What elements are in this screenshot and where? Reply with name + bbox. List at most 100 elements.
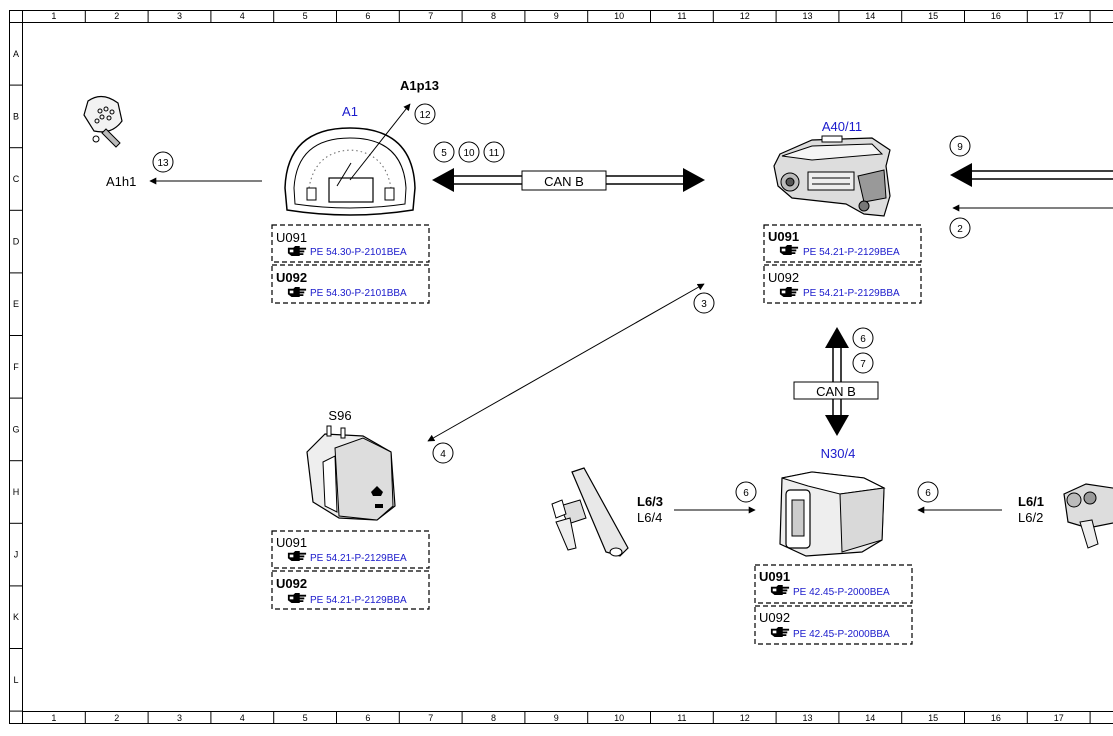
ruler-col-16: 16: [991, 11, 1001, 21]
callout-4: 4: [432, 442, 454, 464]
svg-text:6: 6: [743, 488, 749, 499]
ref-s96-u091-link[interactable]: PE 54.21-P-2129BEA: [310, 553, 407, 564]
pointing-hand-icon: [287, 286, 307, 297]
ref-n30-u092-link[interactable]: PE 42.45-P-2000BBA: [793, 629, 890, 640]
label-s96: S96: [328, 408, 351, 423]
ruler-col-13: 13: [802, 11, 812, 21]
callout-10: 10: [458, 141, 480, 163]
label-l6-2: L6/2: [1018, 510, 1043, 525]
ref-a40-u091-code: U091: [768, 229, 799, 244]
ruler-col-6: 6: [365, 11, 370, 21]
ref-s96-u091-code: U091: [276, 535, 307, 550]
ref-box-a40-11: [763, 224, 922, 304]
ruler-row-G: G: [12, 424, 19, 434]
ruler-row-C: C: [13, 174, 20, 184]
callout-5: 5: [433, 141, 455, 163]
ruler-col-10: 10: [614, 11, 624, 21]
svg-text:5: 5: [441, 148, 447, 159]
speed-sensor-l6-3: [551, 467, 629, 557]
ruler-col-13: 13: [802, 713, 812, 723]
callout-7: 7: [852, 352, 874, 374]
pointing-hand-icon: [770, 626, 790, 637]
callout-6-right: 6: [917, 481, 939, 503]
label-n30-4: N30/4: [821, 446, 856, 461]
ruler-col-1: 1: [51, 11, 56, 21]
ref-n30-u091-link[interactable]: PE 42.45-P-2000BEA: [793, 587, 890, 598]
ref-s96-u092-code: U092: [276, 576, 307, 591]
ruler-col-3: 3: [177, 11, 182, 21]
ref-a40-u091-link[interactable]: PE 54.21-P-2129BEA: [803, 247, 900, 258]
ref-n30-u091-code: U091: [759, 569, 790, 584]
ruler-col-2: 2: [114, 11, 119, 21]
ruler-col-9: 9: [554, 11, 559, 21]
ruler-row-A: A: [13, 49, 19, 59]
ruler-col-15: 15: [928, 11, 938, 21]
label-a40-11: A40/11: [822, 119, 862, 134]
label-a1h1: A1h1: [106, 174, 136, 189]
callout-12: 12: [414, 103, 436, 125]
ref-s96-u092-link[interactable]: PE 54.21-P-2129BBA: [310, 595, 407, 606]
svg-text:13: 13: [157, 158, 169, 169]
can-b-bus-horizontal: [432, 168, 705, 192]
ruler-col-11: 11: [677, 11, 686, 21]
instrument-cluster-a1: [284, 127, 416, 216]
svg-text:7: 7: [860, 359, 866, 370]
ruler-col-12: 12: [740, 11, 750, 21]
ruler-col-11: 11: [677, 713, 686, 723]
label-a1p13: A1p13: [400, 78, 439, 93]
ruler-col-6: 6: [365, 713, 370, 723]
ruler-col-8: 8: [491, 11, 496, 21]
pointing-hand-icon: [287, 550, 307, 561]
can-b-bus-vertical: [793, 327, 879, 436]
ruler-col-5: 5: [303, 11, 308, 21]
svg-text:9: 9: [957, 142, 963, 153]
pointing-hand-icon: [779, 286, 799, 297]
label-l6-1: L6/1: [1018, 494, 1044, 509]
label-l6-3: L6/3: [637, 494, 663, 509]
ruler-col-4: 4: [240, 713, 245, 723]
ruler-row-F: F: [13, 362, 19, 372]
arrow-s96-a40: [427, 283, 705, 442]
svg-text:6: 6: [860, 334, 866, 345]
ref-box-n30-4: [754, 564, 913, 645]
arrow-a1p13: [349, 103, 411, 181]
ruler-row-H: H: [13, 487, 20, 497]
pointing-hand-icon: [779, 244, 799, 255]
pointing-hand-icon: [770, 584, 790, 595]
ruler-col-8: 8: [491, 713, 496, 723]
callout-11: 11: [483, 141, 505, 163]
svg-text:12: 12: [419, 110, 431, 121]
ruler-col-17: 17: [1054, 713, 1064, 723]
svg-text:2: 2: [957, 224, 963, 235]
callout-6-top: 6: [852, 327, 874, 349]
pointing-hand-icon: [287, 245, 307, 256]
ref-box-a1: [271, 224, 430, 304]
ruler-col-1: 1: [51, 713, 56, 723]
ruler-col-17: 17: [1054, 11, 1064, 21]
can-b-label-vertical: CAN B: [816, 384, 856, 399]
svg-text:3: 3: [701, 299, 707, 310]
callout-3: 3: [693, 292, 715, 314]
ruler-col-4: 4: [240, 11, 245, 21]
camera-a40-11: [773, 135, 891, 217]
ruler-col-9: 9: [554, 713, 559, 723]
ruler-row-K: K: [13, 612, 19, 622]
svg-text:4: 4: [440, 449, 446, 460]
ref-a1-u092-code: U092: [276, 270, 307, 285]
ref-box-s96: [271, 530, 430, 610]
ref-a1-u092-link[interactable]: PE 54.30-P-2101BBA: [310, 288, 407, 299]
pointing-hand-icon: [287, 592, 307, 603]
ref-a40-u092-link[interactable]: PE 54.21-P-2129BBA: [803, 288, 900, 299]
switch-s96: [306, 425, 396, 521]
ruler-col-12: 12: [740, 713, 750, 723]
speed-sensor-l6-1: [1063, 483, 1113, 549]
callout-6-left: 6: [735, 481, 757, 503]
callout-13: 13: [152, 151, 174, 173]
svg-text:10: 10: [463, 148, 475, 159]
ruler-col-2: 2: [114, 713, 119, 723]
ref-a1-u091-link[interactable]: PE 54.30-P-2101BEA: [310, 247, 407, 258]
label-a1: A1: [342, 104, 358, 119]
